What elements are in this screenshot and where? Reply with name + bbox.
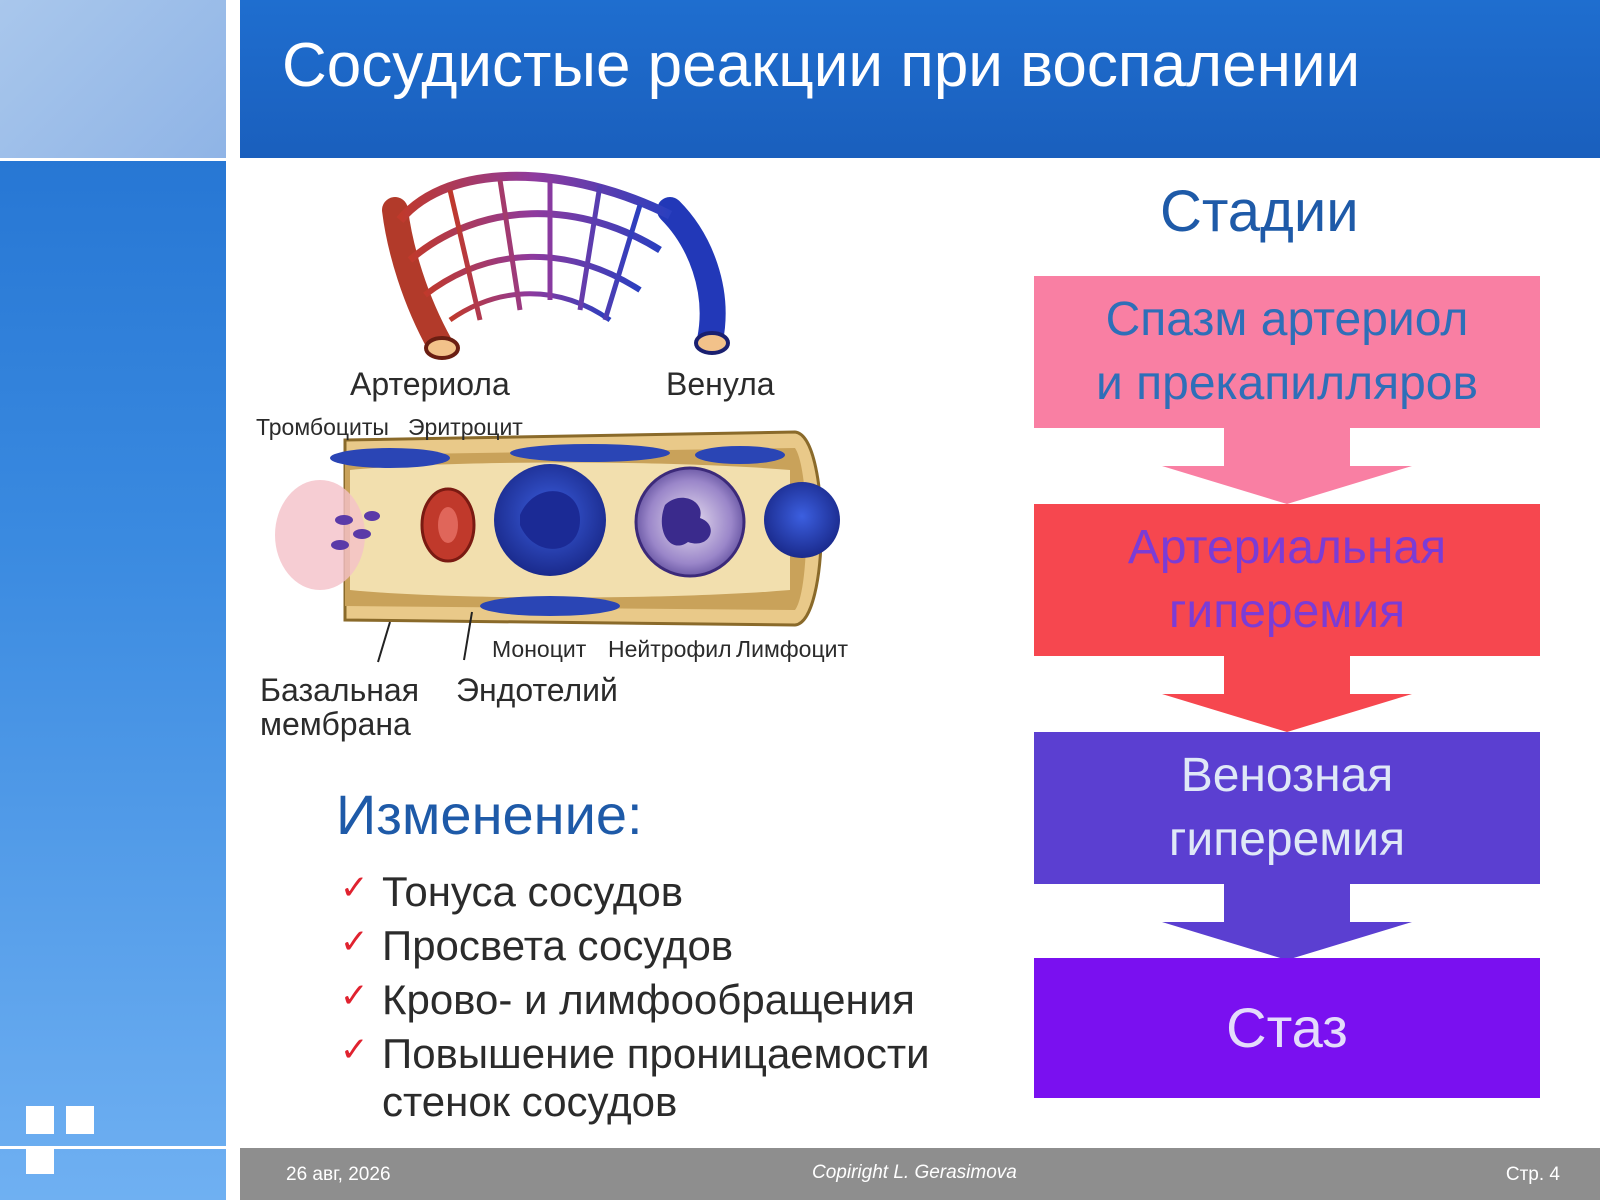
checkmark-icon: ✓ [340, 977, 369, 1015]
footer-bar: 26 авг, 2026 Copiright L. Gerasimova Стр… [240, 1148, 1600, 1200]
erythrocyte-label: Эритроцит [408, 414, 523, 440]
stage-box-arterial-hyperemia: Артериальная гиперемия [1034, 504, 1540, 656]
horizontal-divider-top [0, 158, 1600, 161]
monocyte-label: Моноцит [492, 636, 587, 662]
stage-line: и прекапилляров [1096, 357, 1478, 410]
venule-label: Венула [666, 366, 775, 402]
left-top-tile [0, 0, 226, 158]
left-side-band [0, 0, 226, 1200]
stage-box-venous-hyperemia: Венозная гиперемия [1034, 732, 1540, 884]
vessel-cross-section [275, 425, 840, 663]
stage-line: Стаз [1226, 996, 1348, 1059]
vessel-illustration [275, 171, 840, 663]
list-item-text-line2: стенок сосудов [382, 1078, 678, 1125]
capillary-network [382, 171, 730, 360]
list-item: ✓ Просвета сосудов [340, 922, 980, 970]
footer-page-number: Стр. 4 [1505, 1164, 1560, 1185]
list-item: ✓ Тонуса сосудов [340, 868, 980, 916]
stage-line: гиперемия [1168, 813, 1406, 866]
stage-line: Спазм артериол [1105, 293, 1469, 346]
endothelium-label: Эндотелий [456, 672, 618, 708]
slide-title: Сосудистые реакции при воспалении [282, 31, 1361, 100]
arteriole-label: Артериола [350, 366, 510, 402]
basal-membrane-label-line2: мембрана [260, 706, 411, 742]
platelets-label: Тромбоциты [256, 414, 389, 440]
decor-square [66, 1106, 94, 1134]
lymphocyte-label: Лимфоцит [736, 636, 849, 662]
changes-list: ✓ Тонуса сосудов ✓ Просвета сосудов ✓ Крово… [340, 868, 980, 1132]
decor-square [26, 1146, 54, 1174]
vertical-divider [226, 0, 230, 1200]
basal-membrane-label: Базальная [260, 672, 420, 708]
decor-square [26, 1106, 54, 1134]
stage-line: Венозная [1180, 749, 1394, 802]
horizontal-divider-bottom [0, 1146, 240, 1149]
down-arrow-icon [1162, 884, 1412, 960]
list-item-text: Повышение проницаемости [382, 1030, 930, 1077]
stage-box-spasm: Спазм артериол и прекапилляров [1034, 276, 1540, 428]
down-arrow-icon [1162, 656, 1412, 732]
vessel-diagram: Артериола Венула Тромбоциты Эритроцит Мо… [250, 170, 900, 750]
down-arrow-icon [1162, 428, 1412, 504]
neutrophil-label: Нейтрофил [608, 636, 732, 662]
checkmark-icon: ✓ [340, 1031, 369, 1069]
changes-title: Изменение: [336, 783, 643, 846]
stage-line: гиперемия [1168, 585, 1406, 638]
footer-date: 26 авг, 2026 [286, 1164, 391, 1185]
checkmark-icon: ✓ [340, 869, 369, 907]
footer-copyright: Copiright L. Gerasimova [812, 1162, 1017, 1183]
list-item-text: Тонуса сосудов [382, 868, 684, 915]
list-item-text: Просвета сосудов [382, 922, 734, 969]
list-item-text: Крово- и лимфообращения [382, 976, 915, 1023]
vertical-divider-thin [236, 0, 239, 1200]
stage-box-stasis: Стаз [1034, 958, 1540, 1098]
stage-line: Артериальная [1127, 521, 1447, 574]
checkmark-icon: ✓ [340, 923, 369, 961]
title-bar [240, 0, 1600, 158]
stages-title: Стадии [1160, 179, 1359, 244]
list-item: ✓ Крово- и лимфообращения [340, 976, 980, 1024]
